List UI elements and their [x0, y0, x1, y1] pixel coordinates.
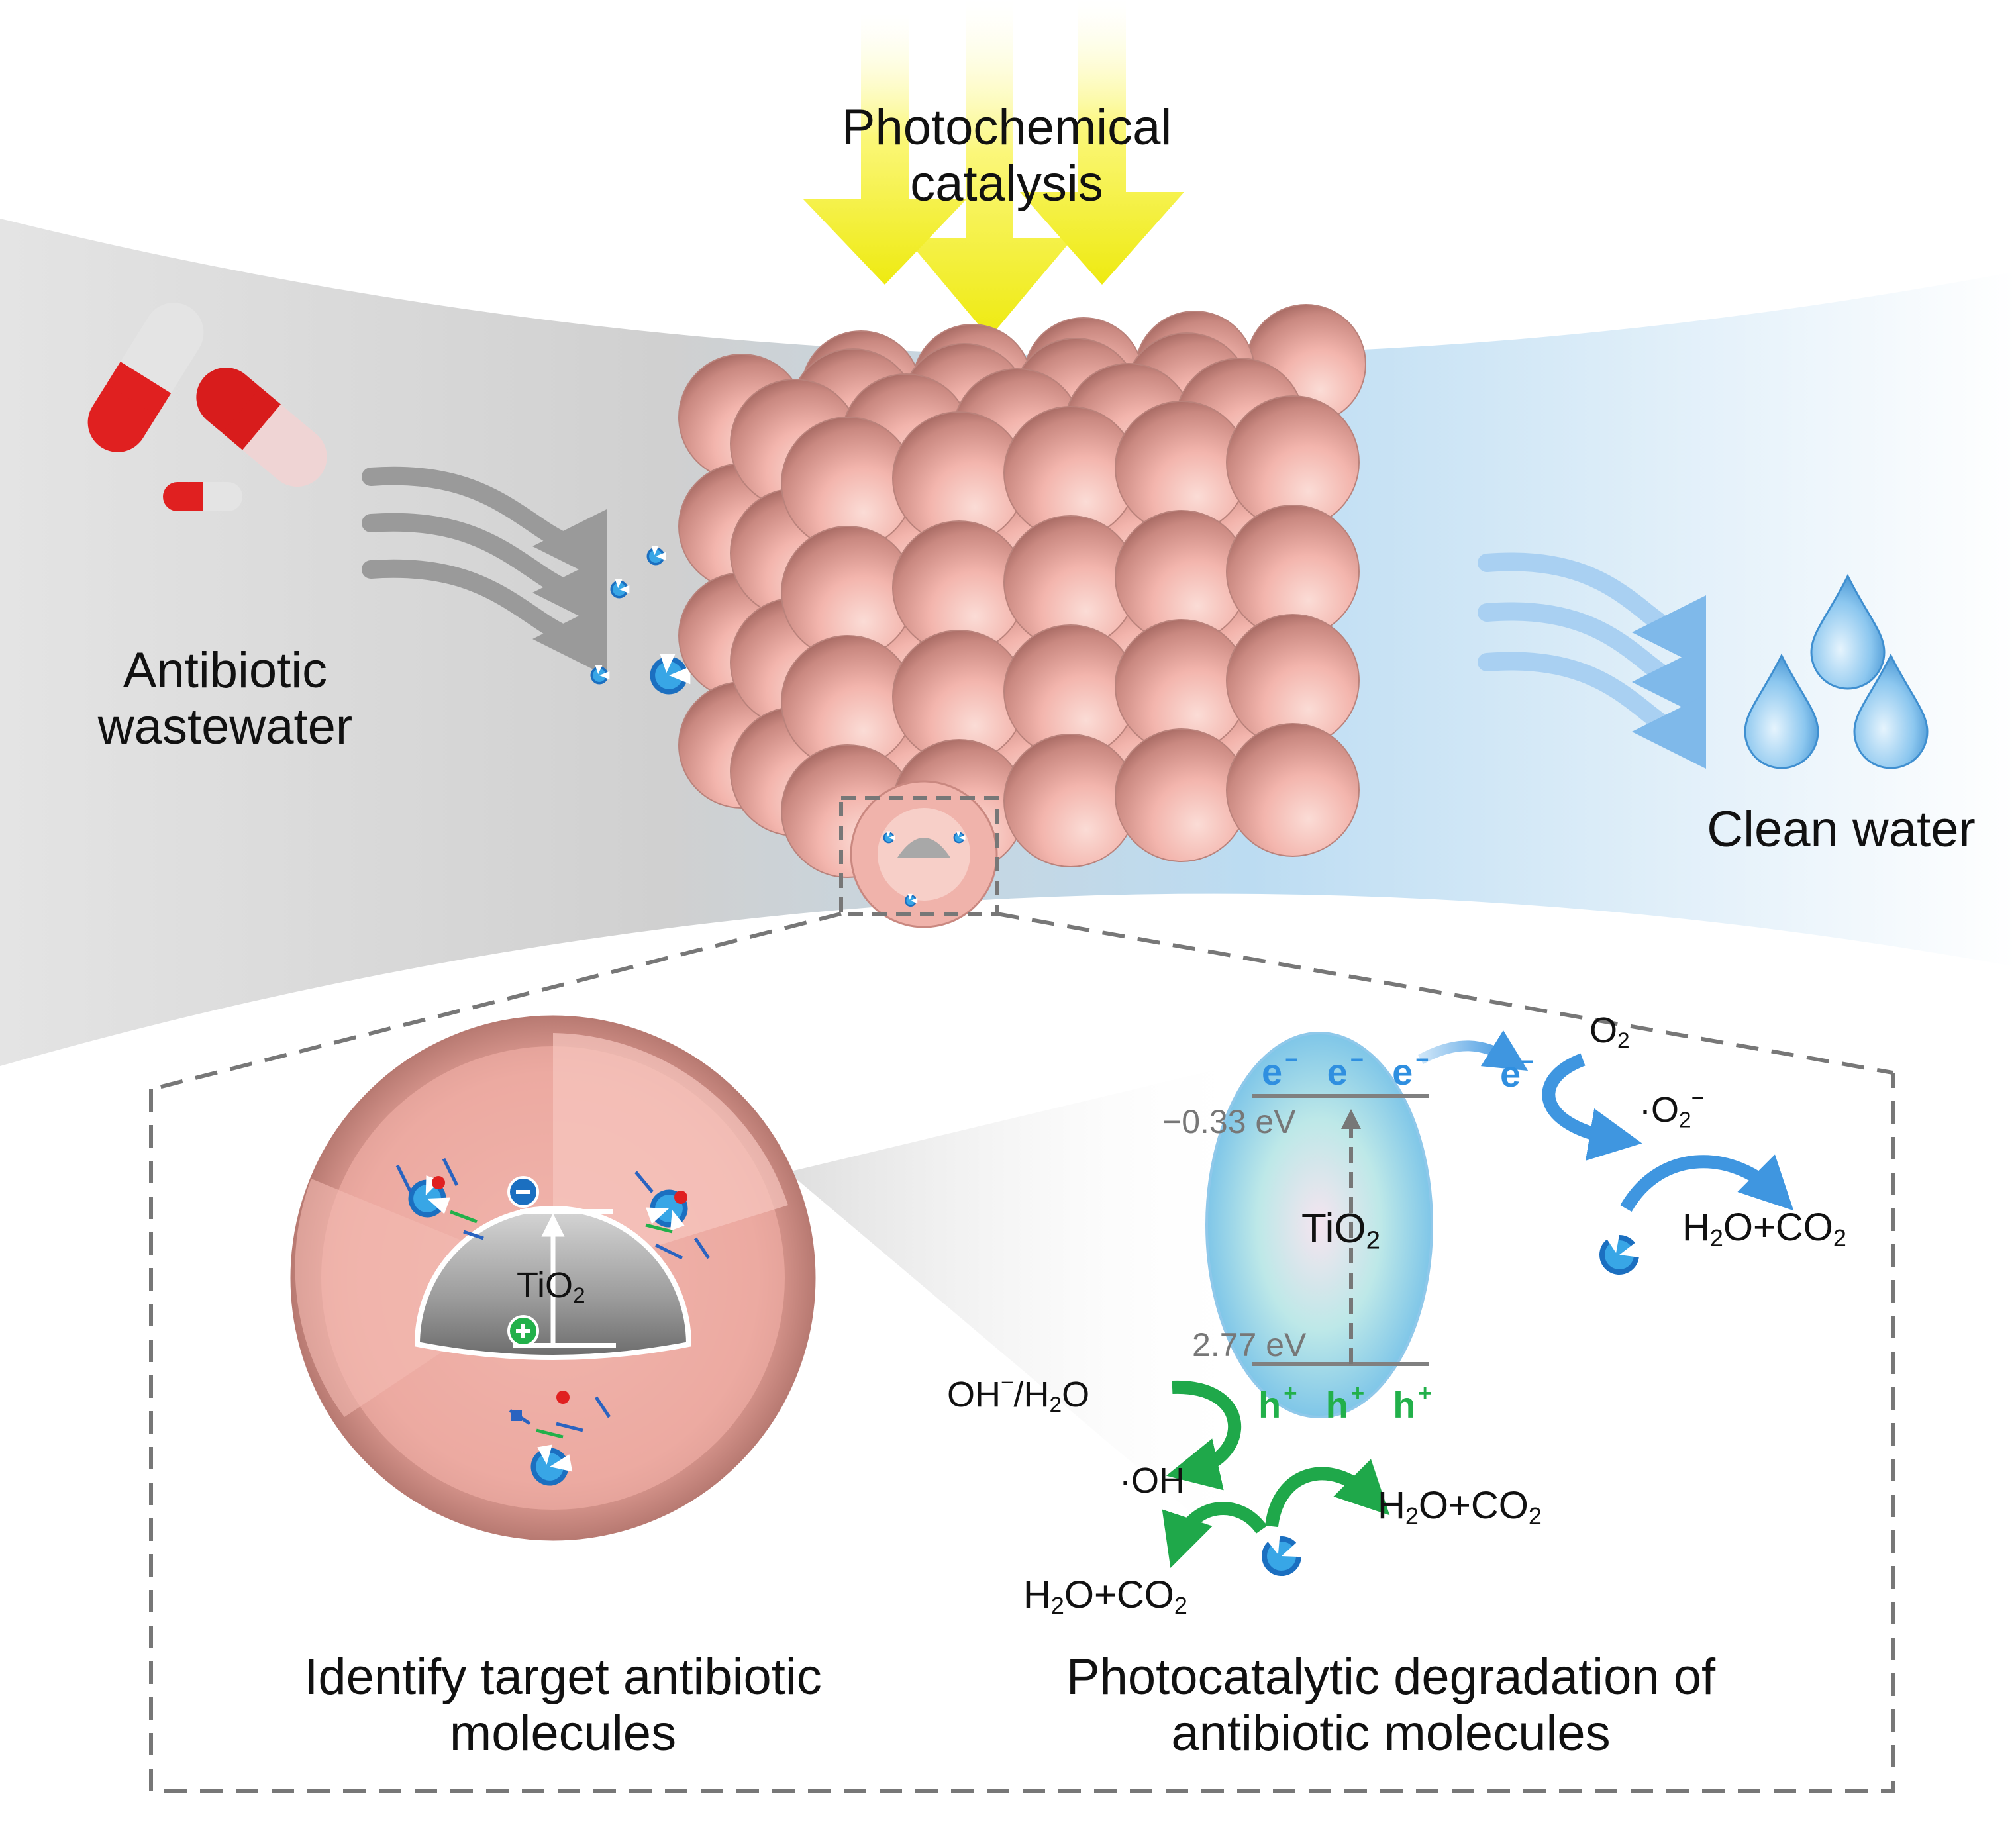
- identify-line-2: molecules: [449, 1705, 677, 1762]
- band-tio2-label: TiO2: [1301, 1206, 1380, 1255]
- photonic-crystal-lattice: [678, 304, 1366, 878]
- identify-antibiotic-caption: Identify target antibiotic molecules: [199, 1649, 927, 1761]
- antibiotic-line: Antibiotic: [123, 642, 328, 699]
- vb-energy-label: 2.77 eV: [1192, 1326, 1307, 1363]
- cb-energy-label: −0.33 eV: [1162, 1103, 1296, 1140]
- wastewater-flow-arrows: [362, 466, 607, 676]
- clean-water-text: Clean water: [1707, 801, 1976, 858]
- oxygen-label: O2: [1589, 1010, 1630, 1054]
- antibiotic-wastewater-label: Antibiotic wastewater: [40, 642, 411, 755]
- zoom-guide-lines: [150, 912, 1893, 1091]
- antibiotic-pills: [87, 303, 327, 511]
- products-label-hydroxyl-right: H2O+CO2: [1378, 1484, 1542, 1530]
- degradation-line-1: Photocatalytic degradation of: [1066, 1649, 1716, 1705]
- products-label-superoxide: H2O+CO2: [1682, 1206, 1846, 1252]
- clean-water-label: Clean water: [1682, 801, 2000, 858]
- inset-tio2-label: TiO2: [517, 1265, 585, 1308]
- superoxide-label: ·O2−: [1639, 1086, 1705, 1133]
- transferred-electron: e−: [1500, 1050, 1535, 1095]
- inset-frame: [149, 1073, 1895, 1793]
- light-arrows: [803, 0, 1184, 338]
- photochemical-catalysis-label: Photochemical catalysis: [775, 99, 1238, 212]
- identify-line-1: Identify target antibiotic: [304, 1649, 822, 1705]
- clean-water-flow-arrows: [1478, 552, 1707, 769]
- electrons-conduction-band: e− e− e−: [1262, 1048, 1432, 1093]
- hydroxyl-radical-label: ·OH: [1119, 1461, 1185, 1501]
- photochemical-line: Photochemical: [841, 99, 1172, 156]
- wastewater-line: wastewater: [97, 699, 353, 756]
- photocatalytic-degradation-caption: Photocatalytic degradation of antibiotic…: [987, 1649, 1795, 1761]
- holes-valence-band: h+ h+ h+: [1258, 1381, 1435, 1426]
- products-label-hydroxyl-left: H2O+CO2: [1023, 1573, 1187, 1619]
- degradation-line-2: antibiotic molecules: [1171, 1705, 1611, 1762]
- lattice-sphere: [1226, 723, 1360, 857]
- imprinted-sphere-cross-section: [290, 1015, 1258, 1569]
- catalysis-line: catalysis: [910, 156, 1103, 213]
- hydroxide-water-label: OH−/H2O: [947, 1371, 1090, 1418]
- tio2-band-diagram: [1162, 1030, 1794, 1582]
- water-drops: [1744, 573, 1929, 769]
- magnified-pore: [839, 780, 999, 928]
